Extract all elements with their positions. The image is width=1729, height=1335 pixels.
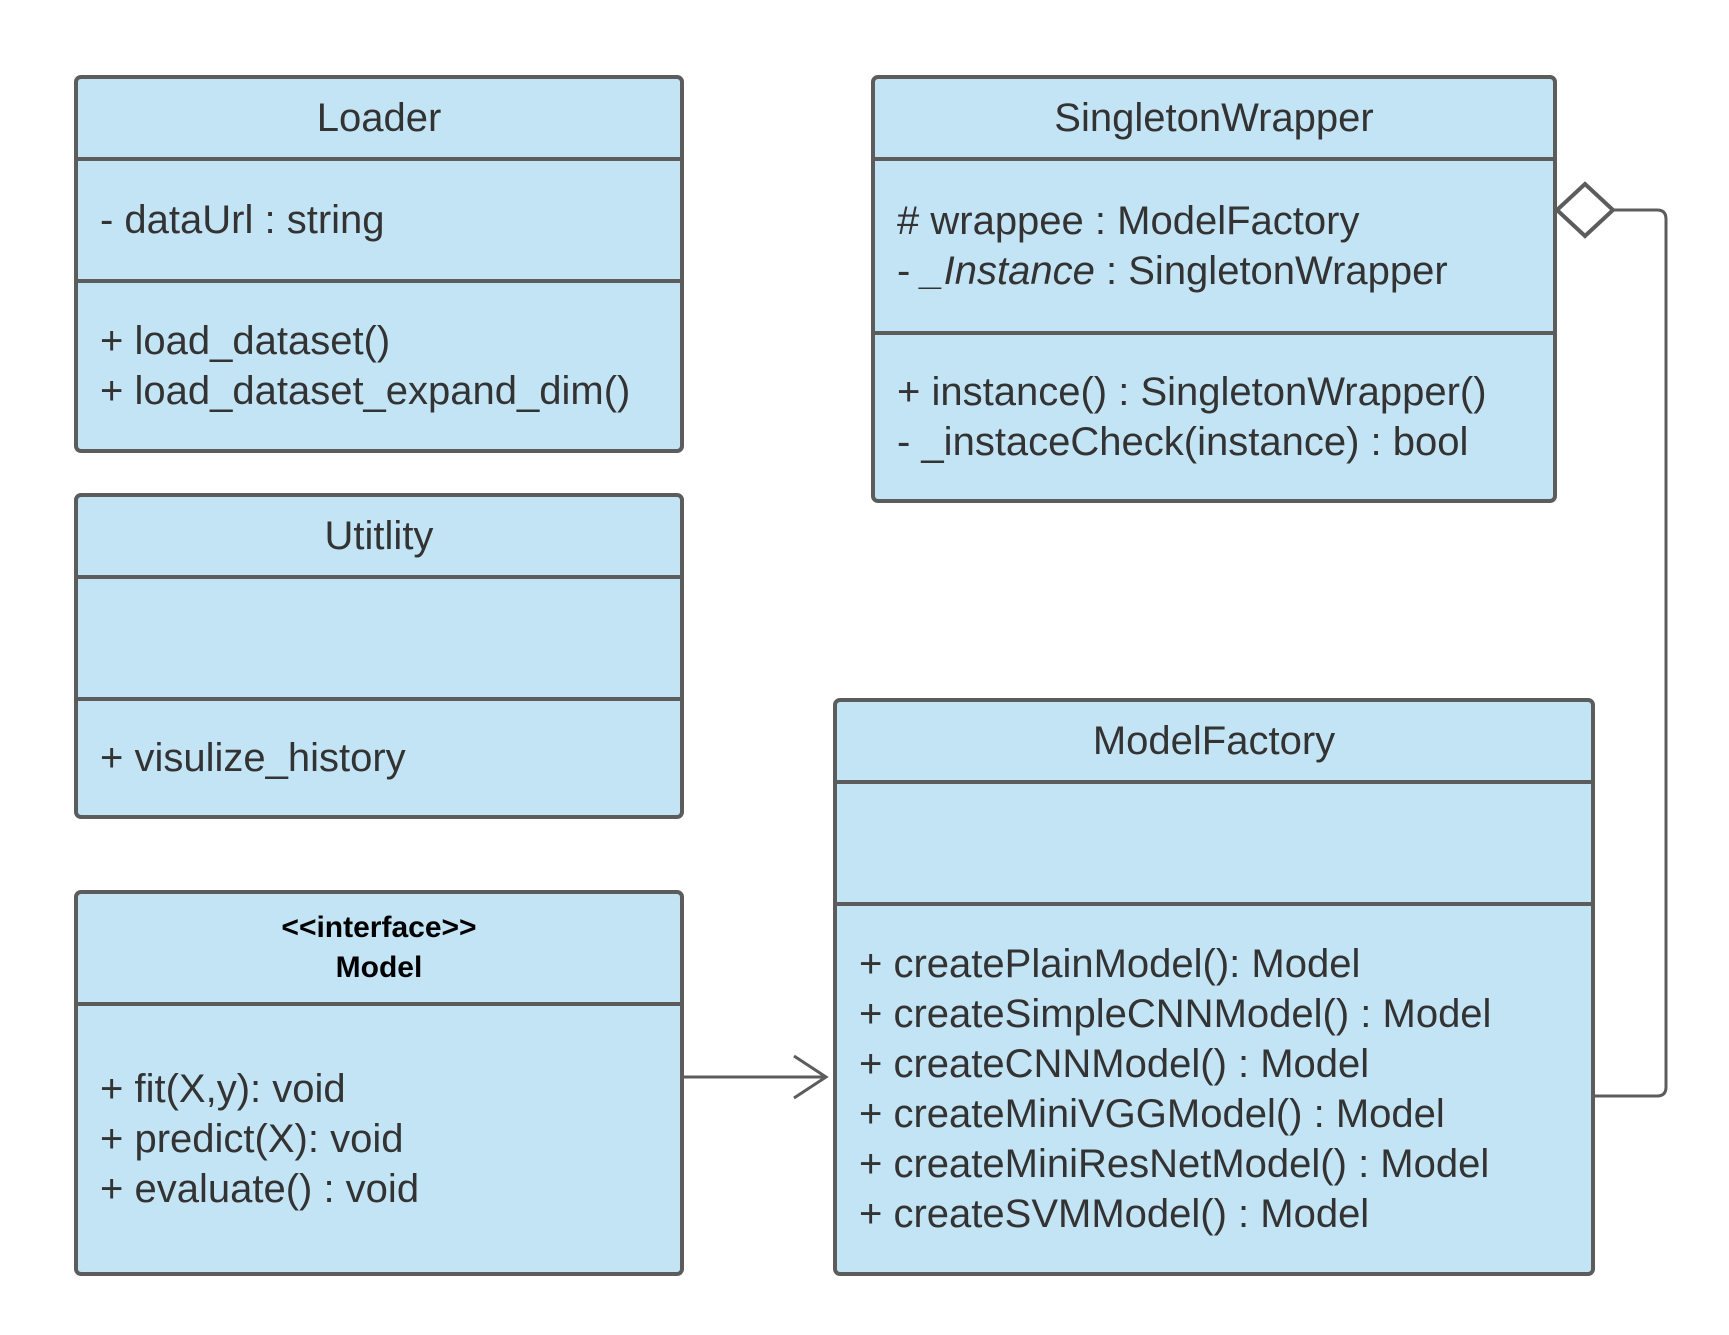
interface-model-stereotype: <<interface>>	[281, 911, 477, 944]
class-utility-title: Utitlity	[78, 497, 680, 579]
class-utility-attributes	[78, 579, 680, 701]
association-model-to-factory[interactable]	[684, 1054, 829, 1100]
class-utility[interactable]: Utitlity + visulize_history	[74, 493, 684, 819]
class-model-factory-attributes	[837, 784, 1591, 906]
class-singleton-wrapper-methods: + instance() : SingletonWrapper() - _ins…	[875, 335, 1553, 499]
class-loader-title: Loader	[78, 79, 680, 161]
class-model-factory-method: + createMiniResNetModel() : Model	[859, 1142, 1490, 1186]
interface-model[interactable]: <<interface>> Model + fit(X,y): void + p…	[74, 890, 684, 1276]
attr-visibility: -	[897, 249, 922, 293]
class-model-factory-title: ModelFactory	[837, 702, 1591, 784]
class-loader-method: + load_dataset()	[100, 319, 391, 363]
aggregation-line	[1595, 208, 1668, 1098]
aggregation-diamond-icon	[1554, 181, 1616, 239]
interface-model-methods: + fit(X,y): void + predict(X): void + ev…	[78, 1006, 680, 1272]
class-singleton-wrapper-method: - _instaceCheck(instance) : bool	[897, 420, 1469, 464]
class-utility-method: + visulize_history	[100, 736, 406, 780]
class-model-factory-method: + createSimpleCNNModel() : Model	[859, 992, 1492, 1036]
class-singleton-wrapper-attributes: # wrappee : ModelFactory - _Instance : S…	[875, 161, 1553, 335]
class-singleton-wrapper-title: SingletonWrapper	[875, 79, 1553, 161]
class-model-factory-method: + createSVMModel() : Model	[859, 1192, 1370, 1236]
class-singleton-wrapper[interactable]: SingletonWrapper # wrappee : ModelFactor…	[871, 75, 1557, 503]
class-singleton-wrapper-method: + instance() : SingletonWrapper()	[897, 370, 1487, 414]
class-loader[interactable]: Loader - dataUrl : string + load_dataset…	[74, 75, 684, 453]
interface-model-title: <<interface>> Model	[78, 894, 680, 1006]
class-singleton-wrapper-attribute: - _Instance : SingletonWrapper	[897, 246, 1553, 296]
interface-model-method: + evaluate() : void	[100, 1167, 420, 1211]
class-model-factory-method: + createCNNModel() : Model	[859, 1042, 1370, 1086]
class-utility-methods: + visulize_history	[78, 701, 680, 815]
interface-model-method: + predict(X): void	[100, 1117, 404, 1161]
class-loader-attributes: - dataUrl : string	[78, 161, 680, 283]
class-model-factory-method: + createMiniVGGModel() : Model	[859, 1092, 1445, 1136]
interface-model-method: + fit(X,y): void	[100, 1067, 346, 1111]
attr-type: : SingletonWrapper	[1094, 249, 1448, 293]
class-model-factory-method: + createPlainModel(): Model	[859, 942, 1361, 986]
class-loader-attribute: - dataUrl : string	[100, 198, 385, 242]
interface-model-name: Model	[335, 951, 423, 984]
class-loader-method: + load_dataset_expand_dim()	[100, 369, 631, 413]
class-model-factory[interactable]: ModelFactory + createPlainModel(): Model…	[833, 698, 1595, 1276]
attr-static-name: _Instance	[921, 249, 1095, 293]
open-arrowhead-icon	[793, 1054, 829, 1100]
aggregation-factory-to-singleton[interactable]	[1554, 181, 1668, 1098]
class-model-factory-methods: + createPlainModel(): Model + createSimp…	[837, 906, 1591, 1272]
class-loader-methods: + load_dataset() + load_dataset_expand_d…	[78, 283, 680, 449]
class-singleton-wrapper-attribute: # wrappee : ModelFactory	[897, 199, 1360, 243]
